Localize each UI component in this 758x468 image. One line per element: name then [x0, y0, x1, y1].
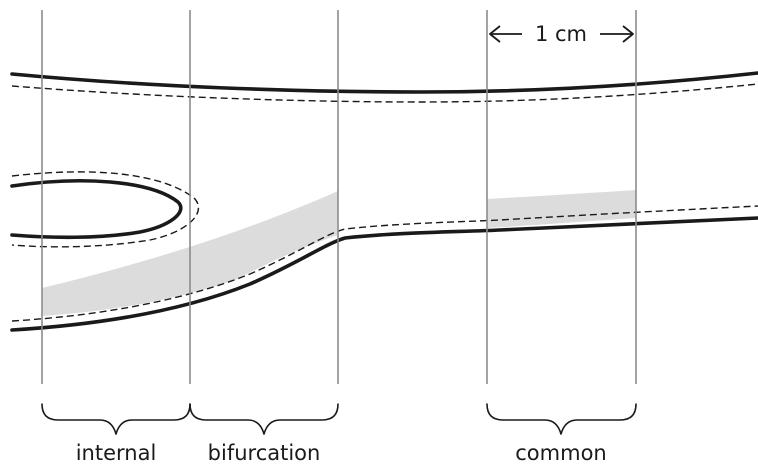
- upper-wall-adventitia: [11, 83, 758, 103]
- lower-wall-lumen: [10, 216, 758, 332]
- scale-arrow-left-head: [489, 25, 501, 43]
- brace-bifurcation: [189, 403, 339, 435]
- scale-arrow-right-head: [622, 25, 634, 43]
- segment-label-internal: internal: [76, 441, 157, 465]
- scale-bar: 1 cm: [489, 22, 634, 46]
- brace-common: [486, 403, 637, 435]
- plaque-common-region: [487, 190, 636, 228]
- lower-wall-adventitia: [11, 205, 758, 322]
- internal-branch-loop-wall: [10, 179, 183, 240]
- scale-bar-label: 1 cm: [535, 22, 587, 46]
- brace-internal: [41, 403, 191, 435]
- internal-branch-loop-adventitia: [11, 171, 200, 248]
- segment-label-common: common: [515, 441, 606, 465]
- segment-label-bifurcation: bifurcation: [208, 441, 321, 465]
- upper-wall-lumen: [10, 71, 758, 94]
